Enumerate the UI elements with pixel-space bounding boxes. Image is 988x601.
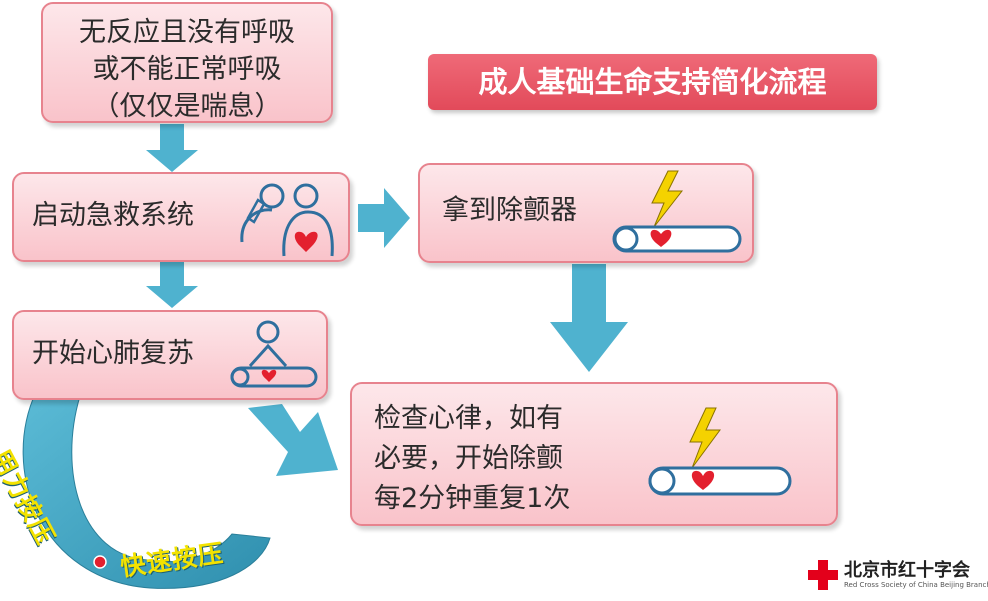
step-no-response-line-3: （仅仅是喘息） (92, 91, 282, 122)
cpr-compression-icon (230, 320, 318, 388)
step-start-cpr-label: 开始心肺复苏 (32, 338, 194, 369)
step-check-rhythm-line-3: 每2分钟重复1次 (374, 483, 571, 514)
arrow-down-3 (550, 264, 628, 372)
arrow-right-1 (358, 188, 410, 248)
heart-icon (261, 369, 277, 382)
heart-icon (691, 470, 715, 490)
step-check-rhythm: 检查心律，如有 必要，开始除颤 每2分钟重复1次 (350, 382, 838, 526)
step-activate-ems-label: 启动急救系统 (32, 200, 194, 231)
heart-icon (294, 231, 318, 252)
step-get-aed: 拿到除颤器 (418, 163, 754, 263)
red-cross-logo: 北京市红十字会 Red Cross Society of China Beiji… (808, 556, 988, 596)
step-start-cpr: 开始心肺复苏 (12, 310, 328, 400)
compression-cycle-arc (22, 391, 271, 589)
logo-name: 北京市红十字会 (844, 560, 970, 581)
red-dot-icon (93, 555, 107, 569)
step-no-response: 无反应且没有呼吸 或不能正常呼吸 （仅仅是喘息） (41, 2, 333, 123)
step-check-rhythm-line-1: 检查心律，如有 (374, 403, 563, 434)
step-check-rhythm-line-2: 必要，开始除颤 (374, 443, 563, 474)
step-no-response-line-2: 或不能正常呼吸 (92, 54, 282, 85)
arrow-diagonal (248, 404, 338, 476)
heart-icon (650, 229, 672, 247)
arrow-down-2 (146, 262, 198, 308)
step-get-aed-label: 拿到除颤器 (442, 195, 577, 226)
step-activate-ems: 启动急救系统 (12, 172, 350, 262)
lightning-bolt-icon (689, 407, 721, 469)
red-cross-logo-icon (808, 560, 838, 590)
step-no-response-line-1: 无反应且没有呼吸 (79, 17, 295, 48)
patient-lying-icon (612, 170, 742, 253)
arrow-down-1 (146, 124, 198, 172)
patient-lying-icon (648, 407, 792, 496)
logo-subtitle: Red Cross Society of China Beijing Branc… (844, 581, 988, 589)
flow-title: 成人基础生命支持简化流程 (428, 54, 877, 110)
lightning-bolt-icon (651, 170, 684, 228)
rescuer-phone-icon (240, 183, 334, 257)
